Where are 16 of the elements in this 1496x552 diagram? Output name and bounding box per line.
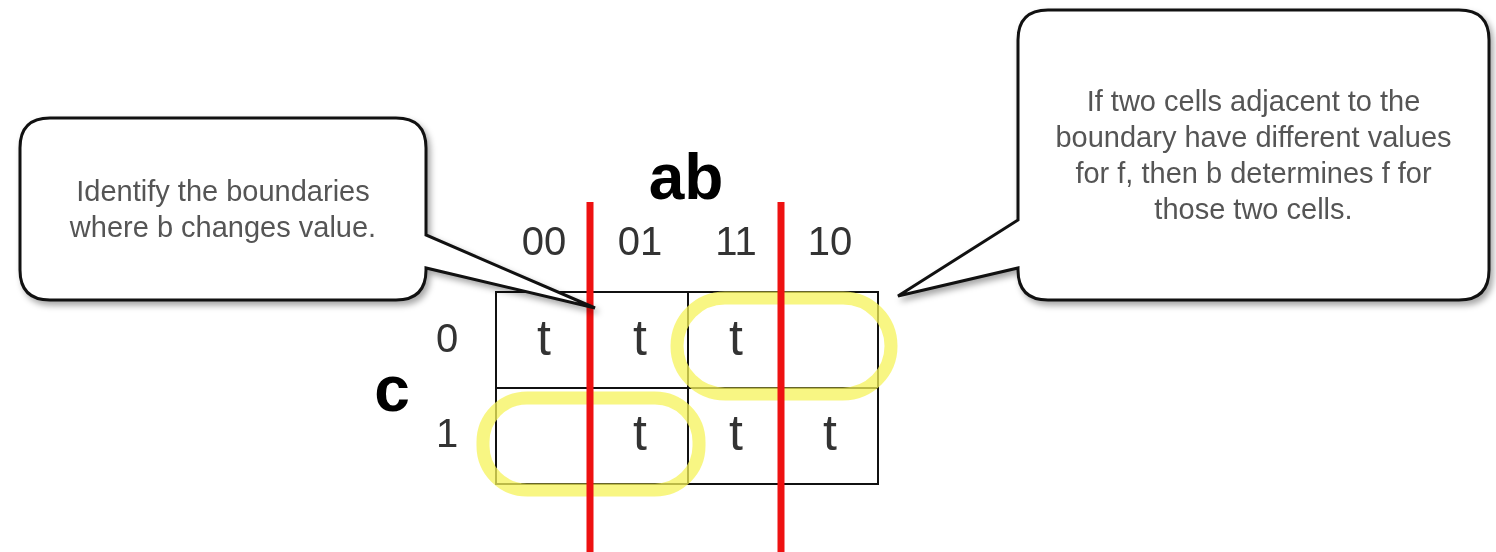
cell-value: t bbox=[632, 312, 648, 363]
cell-value: t bbox=[822, 407, 838, 458]
callout-text: Identify the boundaries where b changes value. bbox=[68, 173, 378, 245]
cell-value: t bbox=[536, 312, 552, 363]
column-header: 10 bbox=[806, 221, 854, 261]
cell-value: t bbox=[728, 407, 744, 458]
variable-label: ab bbox=[647, 144, 725, 209]
callout-text: If two cells adjacent to the boundary have different values for f, then b determines f for those two cells. bbox=[1054, 83, 1453, 228]
row-header: 0 bbox=[434, 318, 460, 358]
cell-value: t bbox=[632, 407, 648, 458]
cell-value: t bbox=[728, 312, 744, 363]
column-header: 11 bbox=[714, 221, 758, 261]
column-header: 01 bbox=[616, 221, 664, 261]
variable-label: c bbox=[373, 356, 411, 421]
column-header: 00 bbox=[520, 221, 568, 261]
row-header: 1 bbox=[434, 413, 460, 453]
